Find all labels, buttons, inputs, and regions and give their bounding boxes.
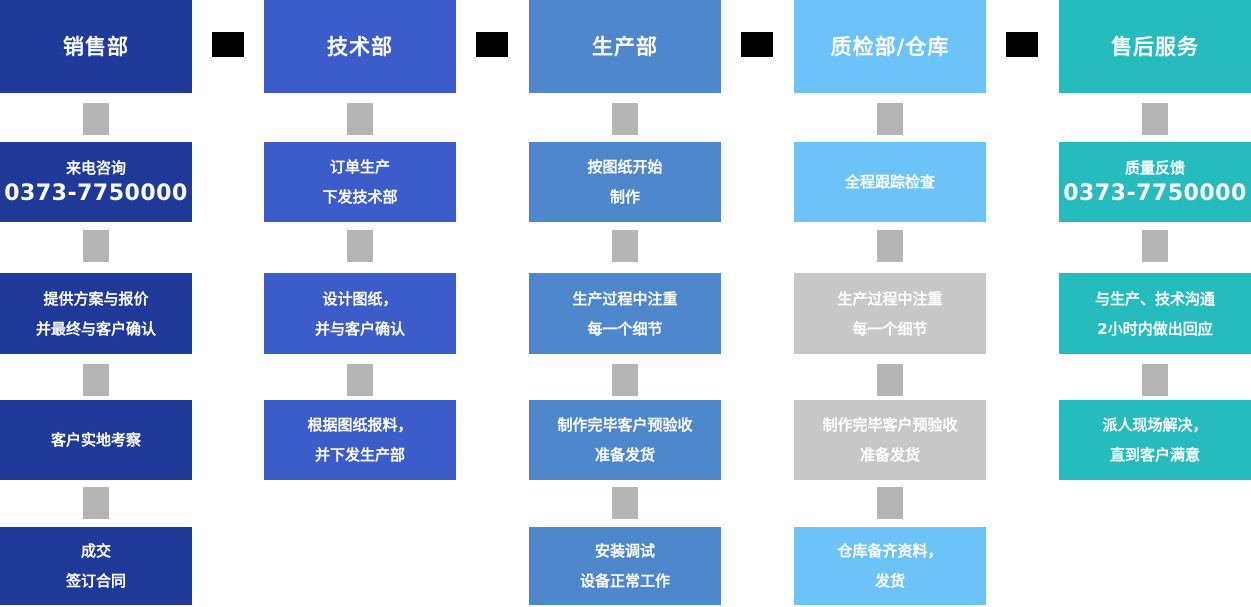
step-line: 订单生产: [329, 158, 390, 176]
flow-column-qc-warehouse: 质检部/仓库 全程跟踪检查 生产过程中注重 每一个细节 制作完毕客户预验收 准备…: [794, 0, 986, 607]
step-box-sales-4: 成交 签订合同: [0, 527, 192, 605]
phone-number: 0373-7750000: [1063, 181, 1247, 206]
step-line: 准备发货: [594, 446, 655, 464]
down-connector: [1142, 364, 1168, 396]
header-connector-icon: [212, 32, 244, 57]
flow-column-tech: 技术部 订单生产 下发技术部 设计图纸， 并与客户确认 根据图纸报料， 并下发生…: [264, 0, 456, 607]
step-line: 制作完毕客户预验收: [557, 416, 693, 434]
column-header-label: 生产部: [592, 34, 658, 59]
step-line: 成交: [80, 542, 111, 560]
step-line: 制作: [609, 188, 640, 206]
down-connector: [877, 364, 903, 396]
step-line: 来电咨询: [65, 159, 126, 177]
column-header-label: 技术部: [327, 34, 393, 59]
step-line: 设计图纸，: [322, 289, 398, 308]
step-box-sales-3: 客户实地考察: [0, 400, 192, 480]
down-connector: [83, 487, 109, 519]
down-connector: [1142, 230, 1168, 262]
step-line: 准备发货: [859, 446, 920, 464]
column-header-label: 售后服务: [1111, 34, 1199, 59]
step-line: 直到客户满意: [1109, 446, 1200, 464]
step-box-tech-1: 订单生产 下发技术部: [264, 142, 456, 222]
down-connector: [347, 364, 373, 396]
phone-number: 0373-7750000: [4, 181, 188, 206]
down-connector: [612, 487, 638, 519]
column-header-tech: 技术部: [264, 0, 456, 93]
step-line: 仓库备齐资料，: [837, 542, 943, 560]
step-line: 提供方案与报价: [43, 289, 149, 308]
flow-column-sales: 销售部 来电咨询 0373-7750000 提供方案与报价 并最终与客户确认 客…: [0, 0, 192, 607]
header-connector-icon: [1006, 32, 1038, 57]
down-connector: [612, 364, 638, 396]
step-line: 生产过程中注重: [837, 289, 943, 308]
step-line: 根据图纸报料，: [307, 416, 413, 434]
step-box-qc-3: 制作完毕客户预验收 准备发货: [794, 400, 986, 480]
down-connector: [1142, 103, 1168, 135]
down-connector: [83, 230, 109, 262]
step-box-after-sales-1: 质量反馈 0373-7750000: [1059, 142, 1251, 222]
down-connector: [612, 230, 638, 262]
step-box-sales-2: 提供方案与报价 并最终与客户确认: [0, 273, 192, 354]
down-connector: [83, 103, 109, 135]
step-line: 2小时内做出回应: [1097, 319, 1213, 338]
step-line: 下发技术部: [322, 188, 398, 206]
flow-column-after-sales: 售后服务 质量反馈 0373-7750000 与生产、技术沟通 2小时内做出回应…: [1059, 0, 1251, 607]
down-connector: [877, 103, 903, 135]
step-line: 制作完毕客户预验收: [822, 416, 958, 434]
step-line: 发货: [874, 572, 905, 590]
step-line: 每一个细节: [587, 319, 663, 338]
step-line: 并最终与客户确认: [35, 319, 156, 338]
step-box-production-2: 生产过程中注重 每一个细节: [529, 273, 721, 354]
down-connector: [877, 230, 903, 262]
step-line: 并下发生产部: [314, 446, 405, 464]
step-line: 生产过程中注重: [572, 289, 678, 308]
step-line: 全程跟踪检查: [844, 173, 935, 191]
step-line: 客户实地考察: [50, 431, 141, 449]
step-line: 签订合同: [65, 572, 126, 590]
step-box-after-sales-2: 与生产、技术沟通 2小时内做出回应: [1059, 273, 1251, 354]
step-line: 与生产、技术沟通: [1094, 289, 1215, 308]
step-box-tech-3: 根据图纸报料， 并下发生产部: [264, 400, 456, 480]
step-box-production-4: 安装调试 设备正常工作: [529, 527, 721, 605]
column-header-sales: 销售部: [0, 0, 192, 93]
column-header-qc-warehouse: 质检部/仓库: [794, 0, 986, 93]
column-header-production: 生产部: [529, 0, 721, 93]
header-connector-icon: [741, 32, 773, 57]
step-line: 安装调试: [594, 542, 655, 560]
column-header-label: 销售部: [63, 34, 129, 59]
step-box-production-1: 按图纸开始 制作: [529, 142, 721, 222]
column-header-after-sales: 售后服务: [1059, 0, 1251, 93]
step-line: 并与客户确认: [314, 319, 405, 338]
step-box-qc-2: 生产过程中注重 每一个细节: [794, 273, 986, 354]
column-header-label: 质检部/仓库: [830, 34, 950, 59]
down-connector: [347, 230, 373, 262]
step-line: 派人现场解决，: [1102, 416, 1208, 434]
down-connector: [83, 364, 109, 396]
step-box-qc-4: 仓库备齐资料， 发货: [794, 527, 986, 605]
step-box-sales-1: 来电咨询 0373-7750000: [0, 142, 192, 222]
step-line: 质量反馈: [1124, 159, 1185, 177]
step-line: 按图纸开始: [587, 158, 663, 176]
down-connector: [877, 487, 903, 519]
step-line: 每一个细节: [852, 319, 928, 338]
down-connector: [347, 103, 373, 135]
step-box-qc-1: 全程跟踪检查: [794, 142, 986, 222]
step-line: 设备正常工作: [579, 572, 670, 590]
header-connector-icon: [476, 32, 508, 57]
step-box-after-sales-3: 派人现场解决， 直到客户满意: [1059, 400, 1251, 480]
step-box-tech-2: 设计图纸， 并与客户确认: [264, 273, 456, 354]
down-connector: [612, 103, 638, 135]
step-box-production-3: 制作完毕客户预验收 准备发货: [529, 400, 721, 480]
flow-column-production: 生产部 按图纸开始 制作 生产过程中注重 每一个细节 制作完毕客户预验收 准备发…: [529, 0, 721, 607]
